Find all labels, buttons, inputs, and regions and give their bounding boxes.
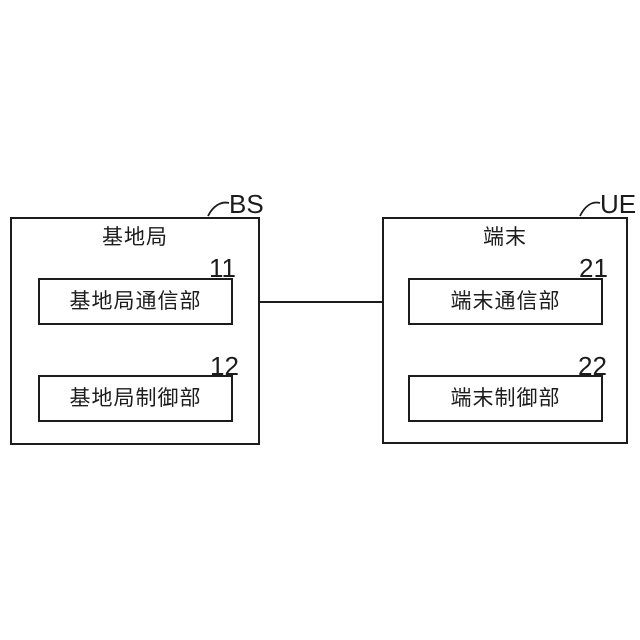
leader-line-bs xyxy=(207,201,230,217)
base-station-control-block: 基地局制御部 xyxy=(38,375,233,422)
terminal-control-label: 端末制御部 xyxy=(450,387,561,410)
base-station-comm-block: 基地局通信部 xyxy=(38,278,233,325)
ref-number-21: 21 xyxy=(579,253,608,283)
terminal-control-block: 端末制御部 xyxy=(408,375,603,422)
base-station-box: 基地局 基地局通信部 基地局制御部 xyxy=(10,217,260,445)
base-station-control-label: 基地局制御部 xyxy=(69,387,202,410)
ref-number-22: 22 xyxy=(578,351,607,381)
terminal-box: 端末 端末通信部 端末制御部 xyxy=(382,217,628,444)
terminal-comm-block: 端末通信部 xyxy=(408,278,603,325)
ref-label-bs: BS xyxy=(229,189,264,219)
ref-number-12: 12 xyxy=(210,351,239,381)
terminal-comm-label: 端末通信部 xyxy=(450,290,561,313)
base-station-comm-label: 基地局通信部 xyxy=(69,290,202,313)
terminal-title: 端末 xyxy=(483,226,527,249)
ref-number-11: 11 xyxy=(209,253,236,283)
ref-label-ue: UE xyxy=(600,189,637,219)
leader-line-ue xyxy=(579,201,601,217)
base-station-title: 基地局 xyxy=(102,226,168,249)
